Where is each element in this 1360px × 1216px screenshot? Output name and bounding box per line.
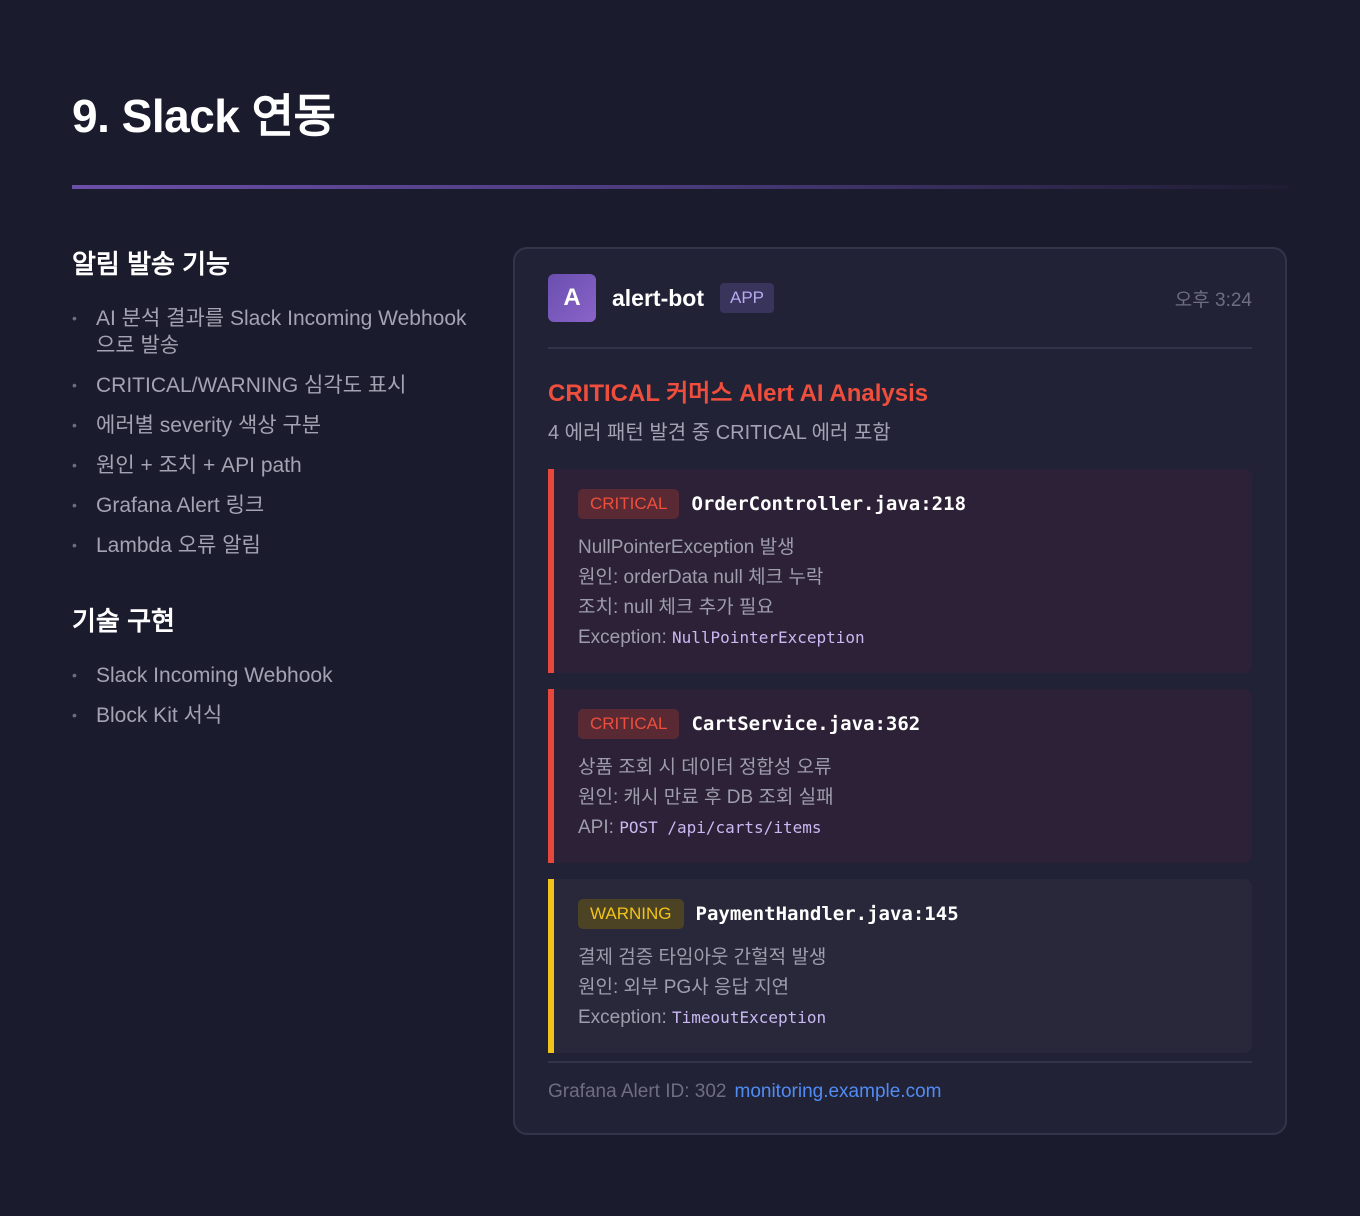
file-location: PaymentHandler.java:145 <box>695 903 959 925</box>
error-block-critical: CRITICAL OrderController.java:218 NullPoi… <box>548 469 1252 673</box>
block-line: 원인: orderData null 체크 누락 <box>578 567 824 588</box>
error-block-warning: WARNING PaymentHandler.java:145 결제 검증 타임아… <box>548 879 1252 1053</box>
list-item: Lambda 오류 알림 <box>72 532 472 559</box>
block-line: 원인: 외부 PG사 응답 지연 <box>578 977 790 998</box>
block-line: NullPointerException 발생 <box>578 537 795 558</box>
message-title: CRITICAL 커머스 Alert AI Analysis <box>548 380 929 407</box>
code-value: POST /api/carts/items <box>619 818 822 837</box>
slack-message-card: A alert-bot APP 오후 3:24 CRITICAL 커머스 Ale… <box>513 247 1287 1135</box>
code-value: TimeoutException <box>672 1008 827 1027</box>
code-label: API: <box>578 817 614 838</box>
app-badge: APP <box>720 283 775 313</box>
block-line: 원인: 캐시 만료 후 DB 조회 실패 <box>578 787 834 808</box>
code-label: Exception: <box>578 1007 667 1028</box>
block-line: 결제 검증 타임아웃 간헐적 발생 <box>578 947 827 968</box>
bot-name[interactable]: alert-bot <box>612 284 704 311</box>
timestamp: 오후 3:24 <box>1174 289 1252 311</box>
message-header: A alert-bot APP 오후 3:24 <box>548 249 1252 349</box>
page-title: 9. Slack 연동 <box>72 90 336 142</box>
tech-heading: 기술 구현 <box>72 606 175 636</box>
features-list: AI 분석 결과를 Slack Incoming Webhook으로 발송 CR… <box>72 305 472 559</box>
list-item: CRITICAL/WARNING 심각도 표시 <box>72 372 472 399</box>
code-value: NullPointerException <box>672 628 865 647</box>
error-block-critical: CRITICAL CartService.java:362 상품 조회 시 데이터… <box>548 689 1252 863</box>
code-label: Exception: <box>578 627 667 648</box>
message-subtitle: 4 에러 패턴 발견 중 CRITICAL 에러 포함 <box>548 422 891 444</box>
feature-column: 알림 발송 기능 AI 분석 결과를 Slack Incoming Webhoo… <box>72 244 472 771</box>
tech-list: Slack Incoming Webhook Block Kit 서식 <box>72 662 472 729</box>
file-location: OrderController.java:218 <box>691 493 967 515</box>
message-footer: Grafana Alert ID: 302 monitoring.example.… <box>548 1061 1252 1103</box>
list-item: 에러별 severity 색상 구분 <box>72 412 472 439</box>
block-line: 조치: null 체크 추가 필요 <box>578 597 774 618</box>
list-item: 원인 + 조치 + API path <box>72 452 472 479</box>
monitoring-link[interactable]: monitoring.example.com <box>734 1081 942 1102</box>
file-location: CartService.java:362 <box>691 713 921 735</box>
severity-badge: CRITICAL <box>578 709 680 739</box>
features-heading: 알림 발송 기능 <box>72 249 230 279</box>
list-item: AI 분석 결과를 Slack Incoming Webhook으로 발송 <box>72 305 472 359</box>
avatar[interactable]: A <box>548 274 596 322</box>
list-item: Block Kit 서식 <box>72 702 472 729</box>
block-line: 상품 조회 시 데이터 정합성 오류 <box>578 757 832 778</box>
list-item: Slack Incoming Webhook <box>72 662 472 689</box>
title-divider <box>72 185 1288 189</box>
severity-badge: CRITICAL <box>578 489 680 519</box>
severity-badge: WARNING <box>578 899 684 929</box>
list-item: Grafana Alert 링크 <box>72 492 472 519</box>
alert-id: Grafana Alert ID: 302 <box>548 1081 727 1102</box>
